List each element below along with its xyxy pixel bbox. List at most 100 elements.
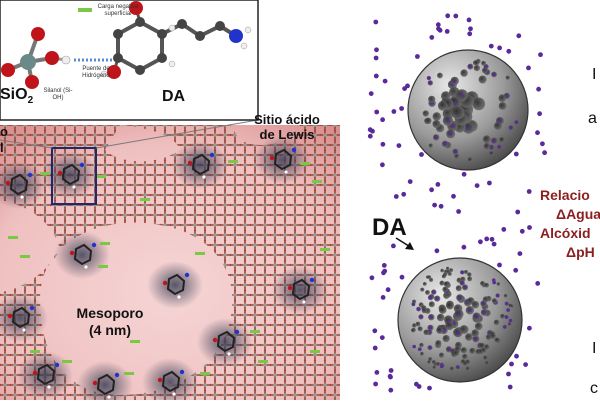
- pore: [467, 157, 473, 162]
- mesoporous-sphere-bottom: [397, 257, 523, 383]
- pore: [474, 322, 483, 331]
- da-in-pore: [456, 365, 460, 369]
- da-in-pore: [417, 307, 421, 311]
- da-in-pore: [456, 331, 460, 335]
- da-ring: [11, 306, 31, 329]
- da-dot: [402, 86, 407, 91]
- da-dot: [523, 362, 528, 367]
- da-dot: [379, 335, 385, 340]
- inset-sio2-label: SiO2: [0, 86, 33, 106]
- da-dot: [380, 162, 385, 168]
- pore: [464, 270, 468, 274]
- hydrogen-atom: [22, 328, 26, 332]
- pore: [411, 328, 416, 333]
- da-in-pore: [505, 302, 509, 306]
- da-dot: [382, 268, 388, 274]
- pore: [428, 357, 433, 362]
- charge-mark: [228, 160, 238, 163]
- da-dot: [388, 374, 393, 380]
- da-in-pore: [496, 294, 500, 298]
- inset-da-label: DA: [162, 88, 186, 105]
- da-dot: [538, 52, 543, 58]
- da-dot: [380, 117, 385, 123]
- adsorbed-da-molecule: [269, 147, 297, 174]
- pore: [462, 353, 468, 360]
- pore: [472, 97, 486, 111]
- charge-mark: [20, 255, 30, 258]
- pore: [482, 67, 488, 74]
- da-dot: [399, 274, 405, 280]
- oxygen-atom: [269, 155, 275, 161]
- da-dot: [478, 239, 483, 245]
- da-in-pore: [474, 337, 478, 341]
- da-dot: [429, 187, 434, 193]
- pore: [465, 359, 471, 365]
- da-in-pore: [446, 119, 450, 123]
- da-dot: [385, 287, 391, 293]
- nitrogen-atom: [291, 147, 297, 153]
- da-in-pore: [428, 81, 432, 85]
- da-ring: [273, 148, 293, 171]
- da-in-pore: [492, 280, 496, 285]
- pore: [421, 307, 428, 314]
- da-dot: [489, 236, 495, 242]
- da-dot: [373, 73, 379, 79]
- nitrogen-atom: [54, 362, 60, 368]
- da-dot: [438, 203, 444, 209]
- charge-mark: [124, 372, 134, 375]
- nitrogen-atom: [29, 305, 35, 311]
- da-dot: [396, 143, 402, 149]
- da-in-pore: [453, 100, 457, 104]
- da-dot: [453, 13, 459, 19]
- pore: [499, 137, 505, 143]
- da-dot: [497, 45, 502, 51]
- da-dot: [526, 65, 531, 71]
- pore: [432, 365, 436, 369]
- da-dot: [536, 86, 541, 92]
- da-dot: [373, 381, 378, 387]
- da-in-pore: [443, 142, 447, 146]
- pore: [467, 272, 472, 277]
- da-halo: [0, 161, 46, 209]
- da-dot: [373, 55, 379, 61]
- adsorbed-da-halos: [0, 136, 328, 405]
- da-dot: [488, 43, 494, 49]
- da-dot: [419, 152, 424, 157]
- da-dot: [380, 141, 386, 147]
- da-in-pore: [432, 290, 436, 294]
- da-in-pore: [497, 145, 501, 149]
- pore: [481, 60, 486, 66]
- da-dot: [516, 33, 522, 39]
- right-cut-text-3: I: [592, 340, 597, 357]
- da-ring: [191, 153, 211, 176]
- da-in-pore: [453, 79, 457, 83]
- pore: [481, 347, 487, 353]
- oxygen-atom: [69, 250, 75, 256]
- da-halo: [197, 318, 253, 366]
- da-dot: [372, 328, 378, 334]
- pore: [425, 117, 432, 125]
- pore: [465, 366, 470, 371]
- da-dot: [434, 248, 440, 254]
- da-dot: [374, 109, 380, 115]
- da-highlight-box: [51, 147, 97, 205]
- pore: [496, 282, 501, 286]
- silanol-label: Silanol (Si-OH): [43, 88, 73, 101]
- da-halo: [54, 231, 110, 279]
- sio2-text: SiO: [0, 86, 28, 103]
- nitrogen-atom: [184, 272, 190, 278]
- da-dot: [468, 26, 473, 32]
- charge-mark: [62, 360, 72, 363]
- da-dot: [535, 281, 541, 286]
- charge-mark: [140, 198, 150, 201]
- oxygen-atom: [212, 337, 218, 343]
- pore: [483, 143, 491, 150]
- dopamine-molecule: [100, 1, 252, 79]
- relation-line-1: Relacio: [540, 187, 590, 203]
- pore: [480, 281, 485, 286]
- pore: [482, 296, 489, 303]
- cut-label-top: o: [0, 124, 8, 139]
- da-dot: [501, 227, 507, 232]
- pore: [478, 75, 487, 84]
- da-in-pore: [460, 93, 464, 97]
